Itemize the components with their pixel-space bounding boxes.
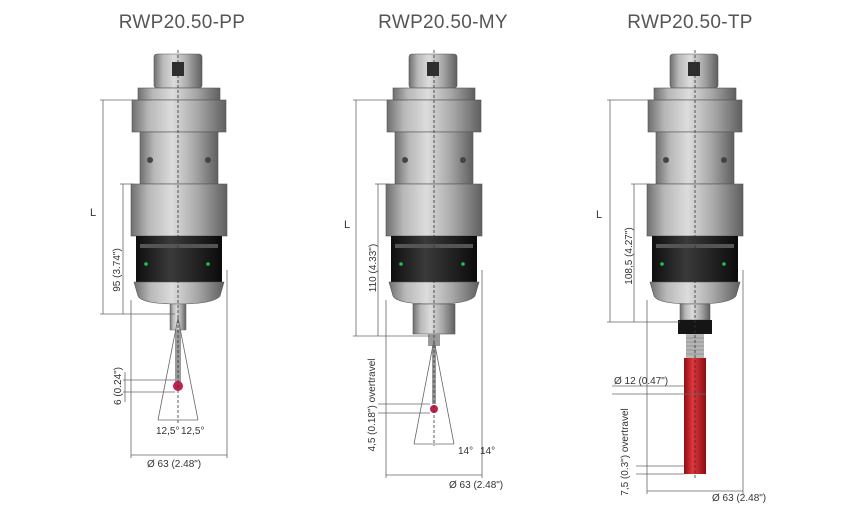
angle-left-my: 14° <box>458 446 473 457</box>
angle-right-my: 14° <box>480 446 495 457</box>
title-pp: RWP20.50-PP <box>118 12 246 33</box>
probe-my: L 110 (4.33") 4,5 (0.18") overtravel 14°… <box>344 50 503 491</box>
length-label-tp: L <box>596 209 602 221</box>
title-tp: RWP20.50-TP <box>627 12 753 33</box>
body-dim-tp: 108,5 (4.27") <box>624 227 635 284</box>
angle-right-pp: 12,5° <box>181 426 204 437</box>
body-dim-pp: 95 (3.74") <box>112 248 123 292</box>
body-dim-my: 110 (4.33") <box>368 244 379 292</box>
probe-tp: L 108,5 (4.27") Ø 12 (0.47") 7,5 (0.3") … <box>596 50 766 504</box>
overtravel-dim-tp: 7,5 (0.3") overtravel <box>620 408 631 495</box>
stylus-dim-tp: Ø 12 (0.47") <box>614 376 668 387</box>
title-my: RWP20.50-MY <box>378 12 508 33</box>
length-label-pp: L <box>90 207 96 219</box>
diameter-my: Ø 63 (2.48") <box>449 480 503 491</box>
diameter-tp: Ø 63 (2.48") <box>712 493 766 504</box>
diameter-pp: Ø 63 (2.48") <box>147 459 201 470</box>
overtravel-dim-my: 4,5 (0.18") overtravel <box>367 358 378 451</box>
offset-dim-pp: 6 (0.24") <box>113 367 124 405</box>
length-label-my: L <box>344 219 350 231</box>
angle-left-pp: 12,5° <box>156 426 179 437</box>
probe-pp-body <box>130 53 228 391</box>
probe-pp: L 95 (3.74") 6 (0.24") 12,5° 12,5° Ø 63 … <box>90 50 228 470</box>
ruby-tip-my <box>430 405 438 413</box>
